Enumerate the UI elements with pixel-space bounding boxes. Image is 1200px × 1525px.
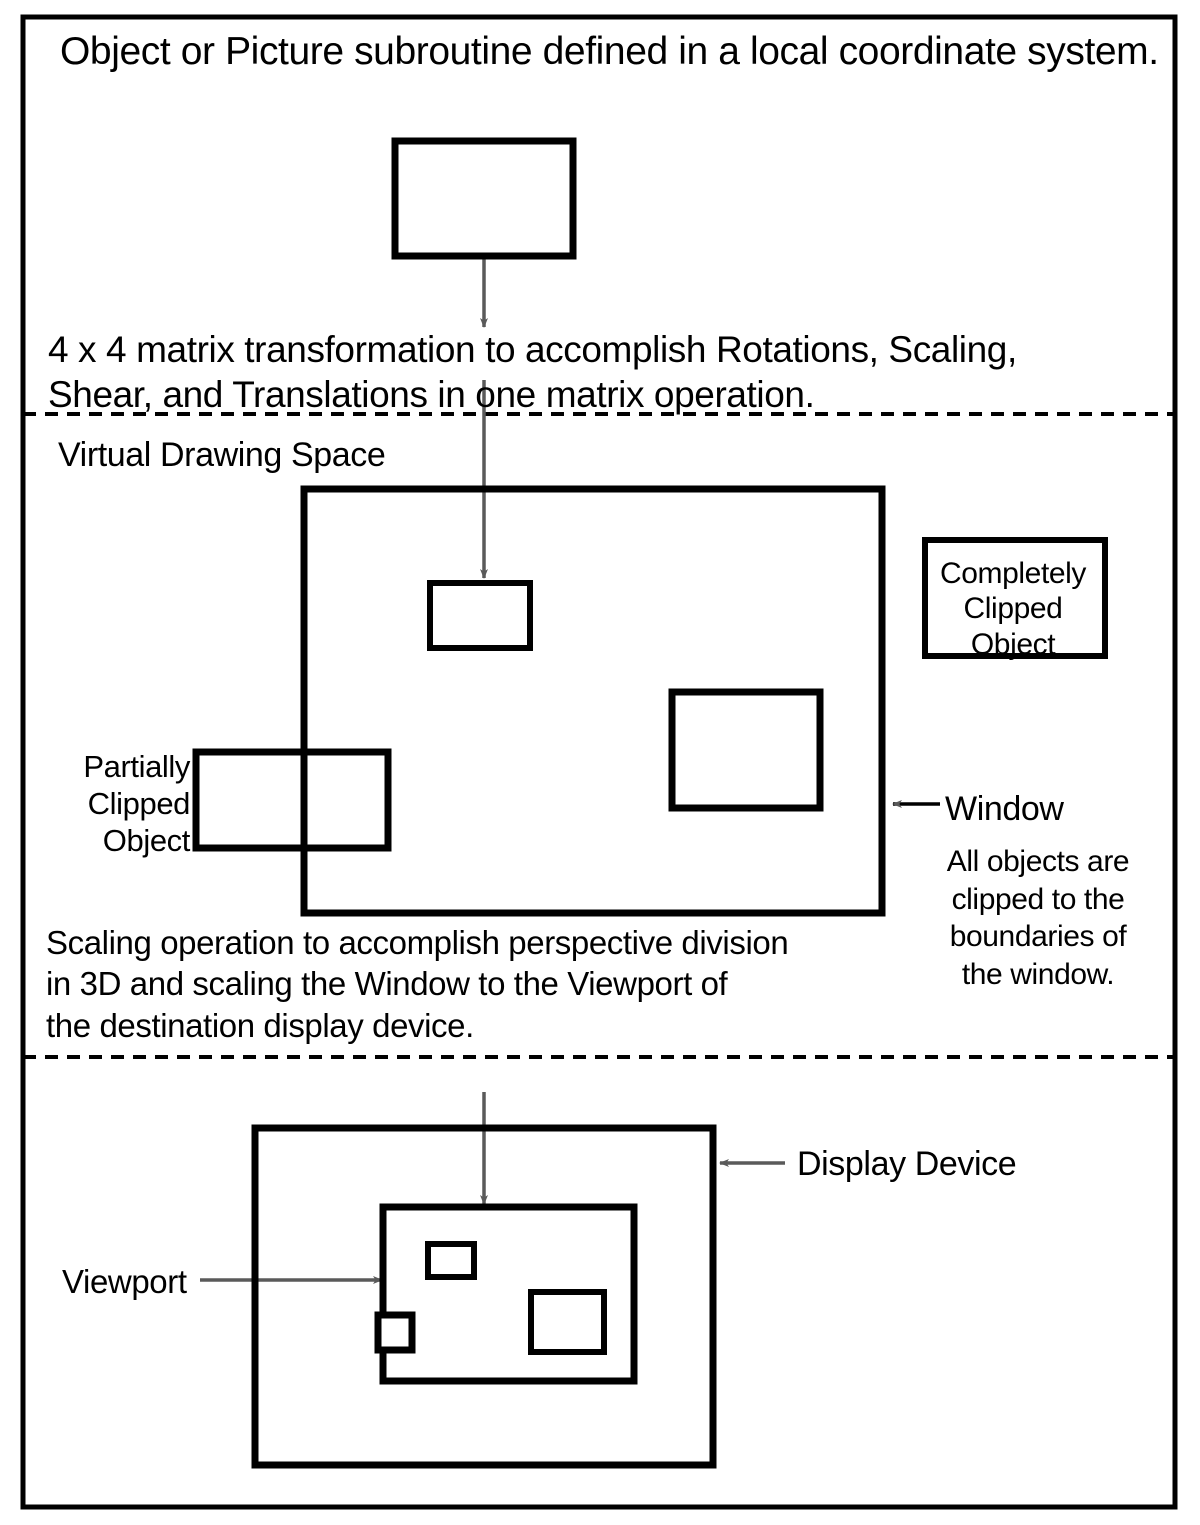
display-device-rectangle xyxy=(251,1124,717,1469)
viewport-object-large xyxy=(528,1289,607,1355)
window-label: Window xyxy=(945,790,1064,828)
object-rectangle xyxy=(391,137,577,260)
virtual-drawing-space-label: Virtual Drawing Space xyxy=(58,436,386,474)
display-device-label: Display Device xyxy=(797,1145,1017,1183)
window-object-small xyxy=(427,580,533,651)
completely-clipped-object-label: Completely Clipped Object xyxy=(939,557,1087,661)
partially-clipped-object-label: Partially Clipped Object xyxy=(83,749,190,859)
partially-clipped-object xyxy=(192,748,392,852)
viewport-label: Viewport xyxy=(62,1263,187,1300)
viewport-rectangle xyxy=(379,1203,638,1385)
outer-frame xyxy=(20,14,1178,1510)
matrix-transformation-text: 4 x 4 matrix transformation to accomplis… xyxy=(48,329,1017,416)
window-clipping-note: All objects are clipped to the boundarie… xyxy=(946,845,1130,991)
window-object-large xyxy=(668,688,824,812)
scaling-operation-text: Scaling operation to accomplish perspect… xyxy=(46,924,789,1044)
viewport-object-small xyxy=(425,1241,477,1280)
viewport-clipped-object xyxy=(374,1311,416,1354)
window-rectangle xyxy=(300,485,886,917)
page-title: Object or Picture subroutine defined in … xyxy=(60,30,1159,73)
completely-clipped-object xyxy=(922,537,1108,659)
